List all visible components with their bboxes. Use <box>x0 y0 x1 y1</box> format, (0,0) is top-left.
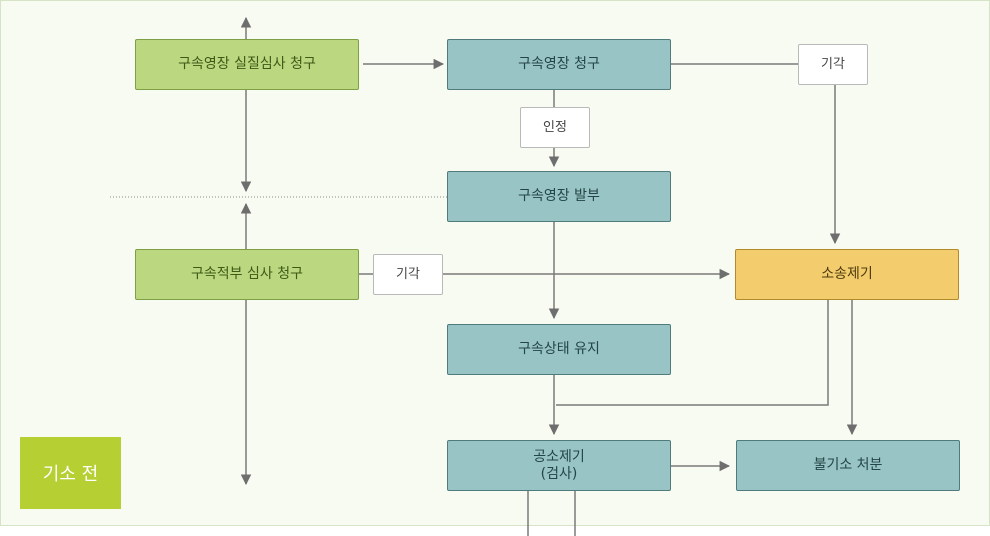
edge-label-rejected-middle: 기각 <box>373 254 443 295</box>
node-arrest-warrant-review: 구속영장 실질심사 청구 <box>135 39 359 90</box>
prosecution-line1: 공소제기 <box>533 448 585 465</box>
node-arrest-warrant-request: 구속영장 청구 <box>447 39 671 90</box>
prosecution-line2: (검사) <box>540 465 578 482</box>
node-detention-review: 구속적부 심사 청구 <box>135 249 359 300</box>
node-detention-maintain: 구속상태 유지 <box>447 324 671 375</box>
line-filing-to-flow <box>556 300 829 406</box>
node-litigation-filing: 소송제기 <box>735 249 959 300</box>
edge-label-approved: 인정 <box>520 107 590 148</box>
edge-label-rejected-top: 기각 <box>798 44 868 85</box>
node-non-prosecution: 불기소 처분 <box>736 440 960 491</box>
node-prosecution: 공소제기 (검사) <box>447 440 671 491</box>
node-arrest-warrant-issue: 구속영장 발부 <box>447 171 671 222</box>
section-label: 기소 전 <box>20 437 121 509</box>
